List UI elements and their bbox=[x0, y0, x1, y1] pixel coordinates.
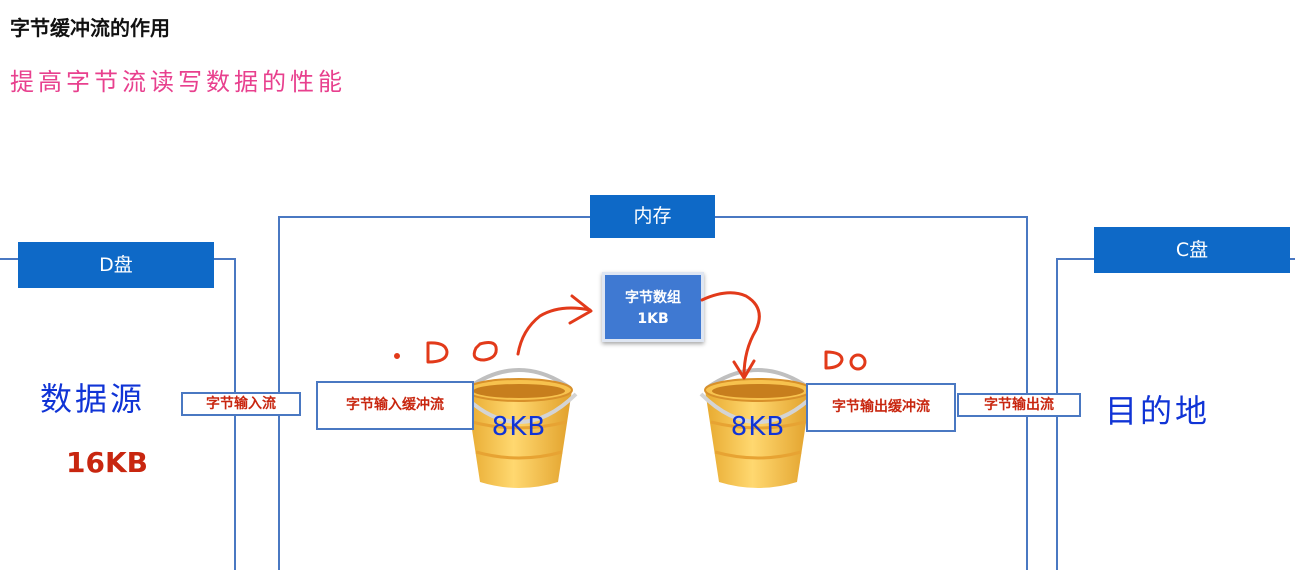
dot-mark bbox=[394, 353, 400, 359]
byte-array-label: 字节数组 bbox=[625, 290, 681, 306]
bucket-capacity-label: 8KB bbox=[491, 412, 547, 442]
destination-label: 目的地 bbox=[1105, 392, 1211, 430]
destination-header: C盘 bbox=[1094, 227, 1290, 273]
byte-array-size: 1KB bbox=[637, 311, 669, 327]
arrow-from-array bbox=[700, 291, 761, 378]
bucket-icon bbox=[460, 368, 578, 488]
small-mark bbox=[824, 350, 844, 370]
page-title: 字节缓冲流的作用 bbox=[10, 16, 170, 40]
small-mark bbox=[426, 341, 449, 364]
byte-output-stream-pipe: 字节输出流 bbox=[957, 393, 1081, 417]
arrow-head-icon bbox=[732, 359, 756, 380]
byte-array-box: 字节数组 1KB bbox=[602, 272, 704, 342]
arrow-head-icon bbox=[568, 294, 593, 325]
byte-input-stream-pipe: 字节输入流 bbox=[181, 392, 301, 416]
source-header: D盘 bbox=[18, 242, 214, 288]
source-label: 数据源 bbox=[40, 380, 146, 418]
input-buffer-bucket: 8KB bbox=[458, 360, 580, 495]
bucket-capacity-label: 8KB bbox=[730, 412, 786, 442]
buffered-input-stream-pipe: 字节输入缓冲流 bbox=[316, 381, 474, 430]
buffered-output-stream-pipe: 字节输出缓冲流 bbox=[806, 383, 956, 432]
source-size: 16KB bbox=[66, 446, 149, 479]
small-mark bbox=[849, 353, 867, 371]
page-subtitle: 提高字节流读写数据的性能 bbox=[10, 68, 346, 96]
output-buffer-bucket: 8KB bbox=[697, 360, 819, 495]
memory-header: 内存 bbox=[590, 195, 715, 238]
small-mark bbox=[472, 341, 498, 362]
bucket-icon bbox=[699, 368, 817, 488]
arrow-to-array bbox=[516, 306, 592, 356]
